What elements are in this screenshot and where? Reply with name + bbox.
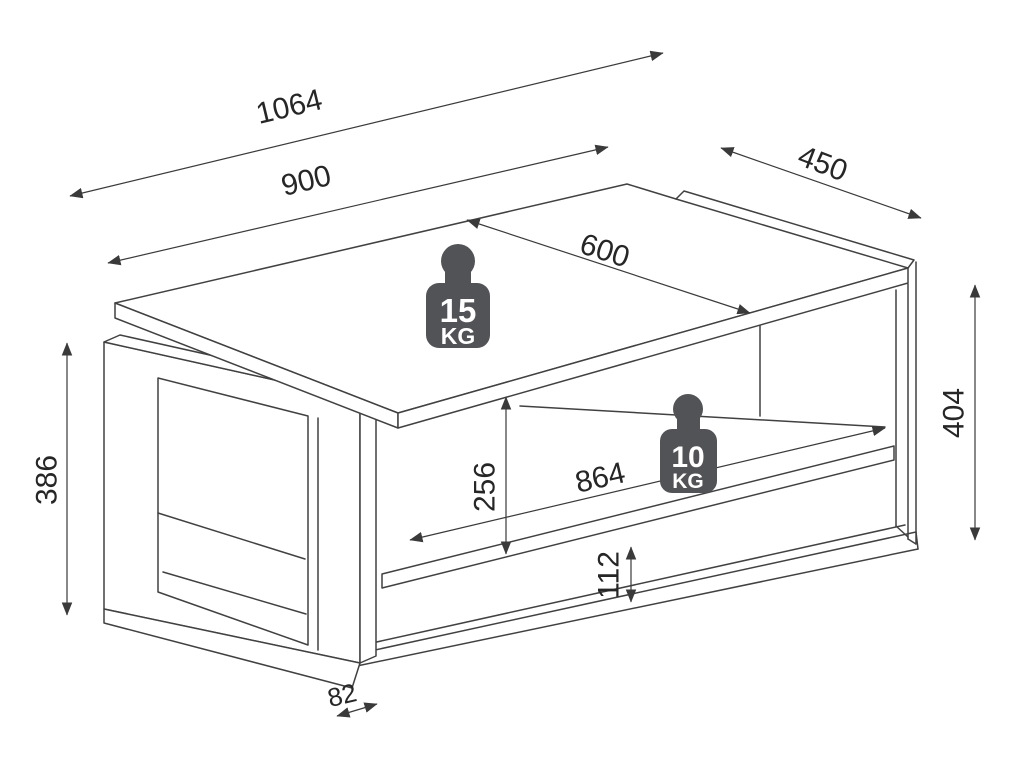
dimension-label-frame-board-width: 82 — [325, 677, 360, 713]
dimension-label-top-length: 900 — [278, 159, 334, 203]
coffee-table-drawing — [103, 183, 919, 689]
right-panel — [895, 261, 917, 545]
dimension-annotations: 1064 900 450 600 404 386 864 256 — [31, 50, 981, 718]
weight-badge-shelf: 10 KG — [660, 394, 717, 493]
dimension-label-left-frame-height: 386 — [31, 455, 64, 505]
left-frame-side-face — [359, 391, 377, 664]
dimension-side-depth: 450 — [720, 140, 922, 219]
left-frame-inner-bottom-edge — [162, 571, 307, 615]
right-panel-bottom-outer-edge — [907, 538, 917, 545]
weight-icon — [660, 394, 717, 493]
weight-badge-shelf-value: 10 — [671, 441, 704, 474]
weight-badge-shelf-unit: KG — [672, 470, 704, 493]
dimension-arrow-top-length — [107, 144, 609, 266]
dimension-label-shelf-inner-width: 864 — [572, 456, 628, 499]
dimension-label-compartment-height: 256 — [469, 462, 502, 512]
dimension-base-clearance: 112 — [593, 546, 637, 603]
dimension-label-side-depth: 450 — [793, 140, 852, 189]
dimension-label-overall-length: 1064 — [253, 83, 326, 131]
dimension-arrow-overall-length — [69, 50, 664, 199]
dimension-arrow-frame-board-width — [336, 702, 378, 718]
tabletop-front-edge-band — [397, 267, 909, 429]
weight-badge-tabletop-value: 15 — [440, 292, 477, 329]
right-panel-bottom-inner-edge — [895, 525, 909, 538]
dimension-arrow-shelf-inner-width — [409, 425, 886, 543]
dimension-compartment-height: 256 — [469, 396, 512, 555]
dimension-label-base-clearance: 112 — [593, 551, 626, 599]
weight-icon — [426, 244, 490, 348]
base-bottom-front-edge — [351, 548, 919, 668]
dimension-arrow-side-depth — [720, 147, 922, 219]
dimension-left-frame-height: 386 — [31, 342, 73, 616]
tabletop-back-right-edge — [675, 198, 909, 269]
dimension-frame-board-width: 82 — [325, 677, 378, 718]
dimension-label-right-height: 404 — [938, 388, 971, 438]
shelf-back-edge — [519, 405, 886, 428]
weight-badge-tabletop-unit: KG — [441, 323, 476, 349]
left-frame-inner-back-edge — [157, 512, 306, 560]
dimension-right-height: 404 — [938, 284, 981, 541]
base-top-front-edge — [351, 531, 917, 656]
left-frame-opening — [157, 377, 309, 646]
weight-badge-tabletop: 15 KG — [426, 244, 490, 349]
shelf — [381, 405, 895, 589]
shelf-front-band — [381, 445, 895, 589]
dimension-arrow-top-depth — [466, 218, 751, 315]
left-frame-bottom-board — [103, 608, 361, 689]
base-top-back-edge — [344, 524, 906, 650]
load-capacity-badges: 15 KG 10 KG — [426, 244, 717, 493]
dimension-overall-length: 1064 — [69, 50, 664, 199]
